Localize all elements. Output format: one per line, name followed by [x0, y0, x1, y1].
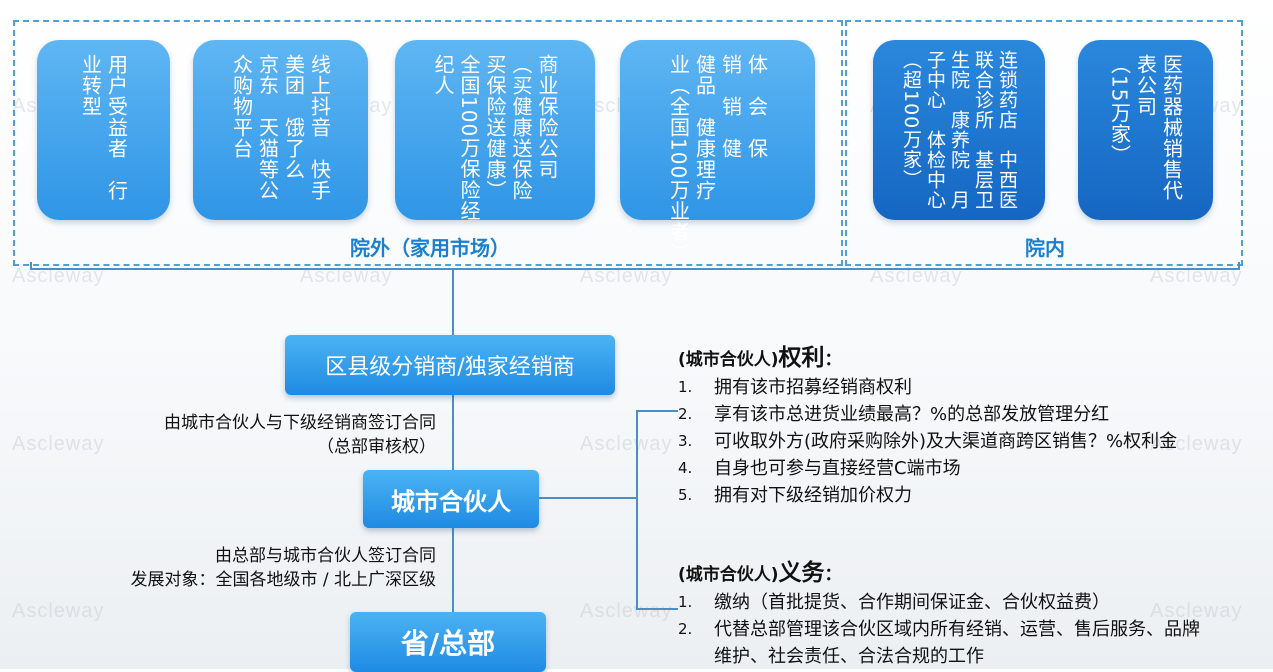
- item-number: 1.: [678, 378, 693, 396]
- duties-title: 义务: [778, 560, 825, 586]
- item-text: 代替总部管理该合伙区域内所有经销、运营、售后服务、品牌维护、社会责任、合法合规的…: [714, 619, 1200, 667]
- item-text: 缴纳（首批提货、合作期间保证金、合伙权益费）: [714, 592, 1110, 613]
- rights-bracket-bottom: [636, 608, 678, 610]
- duties-prefix: (城市合伙人): [678, 565, 779, 585]
- item-number: 2.: [678, 620, 693, 638]
- watermark: Ascleway: [12, 600, 105, 622]
- bracket-tick: [1238, 262, 1240, 270]
- connector-right-stub: [538, 497, 638, 499]
- rights-prefix: (城市合伙人): [678, 350, 779, 370]
- note-line: 由总部与城市合伙人签订合同: [215, 546, 436, 566]
- note-line: 由城市合伙人与下级经销商签订合同: [164, 413, 436, 433]
- list-item: 1. 缴纳（首批提货、合作期间保证金、合伙权益费）: [678, 589, 1258, 616]
- note-line: （总部审核权）: [317, 437, 436, 457]
- rights-heading: (城市合伙人) 权利 ：: [678, 338, 1258, 372]
- distributor-label: 区县级分销商/独家经销商: [325, 355, 575, 380]
- list-item: 4. 自身也可参与直接经营C端市场: [678, 455, 1258, 482]
- watermark: Ascleway: [12, 433, 105, 455]
- inside-group: [845, 20, 1243, 266]
- item-number: 3.: [678, 432, 693, 450]
- rights-list: 1. 拥有该市招募经销商权利 2. 享有该市总进货业绩最高？%的总部发放管理分红 3…: [678, 374, 1258, 509]
- rights-bracket-top: [636, 410, 678, 412]
- duties-panel: (城市合伙人) 义务 ： 1. 缴纳（首批提货、合作期间保证金、合伙权益费） 2.…: [678, 553, 1258, 670]
- distributor-box: 区县级分销商/独家经销商: [285, 335, 615, 395]
- item-text: 拥有该市招募经销商权利: [714, 377, 912, 398]
- outside-card-text: 商业保险公司 （买健康送保险 买保险送健康） 全国100万保险经 纪人: [431, 54, 559, 222]
- rights-colon: ：: [824, 350, 842, 370]
- item-text: 拥有对下级经销加价权力: [714, 485, 912, 506]
- item-text: 自身也可参与直接经营C端市场: [714, 458, 961, 479]
- item-text: 可收取外方(政府采购除外)及大渠道商跨区销售？%权利金: [714, 431, 1178, 452]
- inside-card-device-reps: 医药器械销售代 表公司 （15万家）: [1078, 40, 1213, 220]
- outside-card-text: 体 会 保 销 销 健 健品 健康理疗 业（全国100万业者）: [666, 54, 769, 264]
- city-partner-label: 城市合伙人: [391, 487, 511, 516]
- city-partner-box: 城市合伙人: [363, 470, 539, 528]
- outside-card-text: 线上抖音 快手 美团 饿了么 京东 天猫等公 众购物平台: [229, 54, 332, 201]
- item-number: 1.: [678, 593, 693, 611]
- list-item: 3. 可收取外方(政府采购除外)及大渠道商跨区销售？%权利金: [678, 428, 1258, 455]
- rights-panel: (城市合伙人) 权利 ： 1. 拥有该市招募经销商权利 2. 享有该市总进货业绩最高…: [678, 338, 1258, 509]
- list-item: 1. 拥有该市招募经销商权利: [678, 374, 1258, 401]
- rights-title: 权利: [778, 345, 825, 371]
- hq-box: 省/总部: [350, 612, 546, 672]
- item-text: 享有该市总进货业绩最高？%的总部发放管理分红: [714, 404, 1110, 425]
- inside-card-pharmacy: 连锁药店 中西医 联合诊所 基层卫 生院 康养院 月 子中心 体检中心 （超10…: [873, 40, 1045, 220]
- list-item: 5. 拥有对下级经销加价权力: [678, 482, 1258, 509]
- list-item: 2. 代替总部管理该合伙区域内所有经销、运营、售后服务、品牌维护、社会责任、合法合…: [678, 616, 1258, 670]
- distributor-contract-note: 由城市合伙人与下级经销商签订合同 （总部审核权）: [110, 411, 436, 459]
- watermark: Ascleway: [580, 600, 673, 622]
- item-number: 5.: [678, 486, 693, 504]
- inside-card-text: 连锁药店 中西医 联合诊所 基层卫 生院 康养院 月 子中心 体检中心 （超10…: [900, 50, 1018, 210]
- outside-market-group: [13, 20, 843, 266]
- rights-bracket-vertical: [636, 410, 638, 610]
- partner-contract-note: 由总部与城市合伙人签订合同 发展对象：全国各地级市 / 北上广深区级: [60, 544, 436, 592]
- item-number: 4.: [678, 459, 693, 477]
- inside-card-text: 医药器械销售代 表公司 （15万家）: [1107, 54, 1184, 201]
- bracket-tick: [30, 262, 32, 270]
- outside-card-sales: 体 会 保 销 销 健 健品 健康理疗 业（全国100万业者）: [620, 40, 815, 263]
- note-line: 发展对象：全国各地级市 / 北上广深区级: [130, 570, 436, 590]
- item-number: 2.: [678, 405, 693, 423]
- inside-label: 院内: [1025, 236, 1065, 260]
- duties-heading: (城市合伙人) 义务 ：: [678, 553, 1258, 587]
- outside-card-online-platforms: 线上抖音 快手 美团 饿了么 京东 天猫等公 众购物平台: [193, 40, 368, 220]
- duties-colon: ：: [824, 565, 842, 585]
- outside-market-label: 院外（家用市场）: [350, 236, 510, 260]
- list-item: 2. 享有该市总进货业绩最高？%的总部发放管理分红: [678, 401, 1258, 428]
- hq-label: 省/总部: [400, 627, 496, 660]
- outside-card-users: 用户受益者 行 业转型: [37, 40, 170, 220]
- duties-list: 1. 缴纳（首批提货、合作期间保证金、合伙权益费） 2. 代替总部管理该合伙区域内所…: [678, 589, 1258, 670]
- outside-card-text: 用户受益者 行 业转型: [78, 54, 129, 201]
- connector-vertical: [452, 268, 454, 668]
- watermark: Ascleway: [580, 433, 673, 455]
- bracket-horizontal: [30, 268, 1240, 270]
- outside-card-insurance: 商业保险公司 （买健康送保险 买保险送健康） 全国100万保险经 纪人: [395, 40, 595, 222]
